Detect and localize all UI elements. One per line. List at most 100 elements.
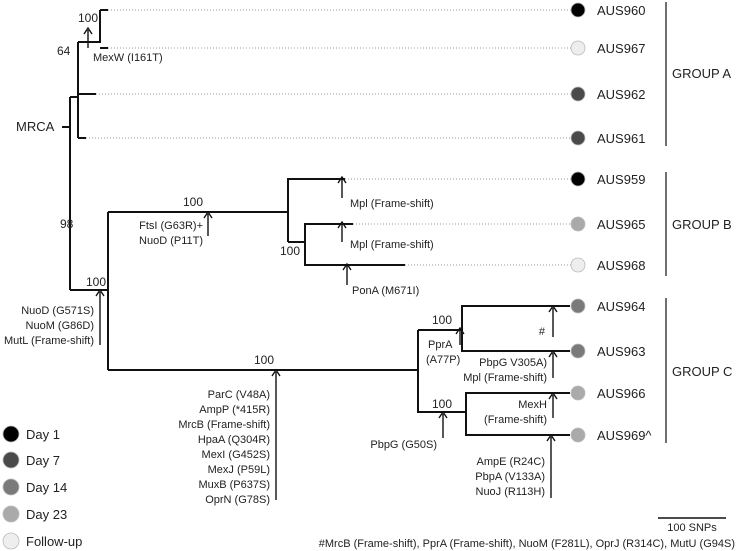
tip-marker xyxy=(570,216,586,232)
arrow-ppra xyxy=(455,326,465,345)
mutation-mexh-1: MexH xyxy=(518,399,547,411)
tip-label: AUS966 xyxy=(597,386,645,401)
bootstrap-group-c: 100 xyxy=(254,353,274,367)
group-c-label: GROUP C xyxy=(672,364,732,379)
footnote: #MrcB (Frame-shift), PprA (Frame-shift),… xyxy=(319,538,735,550)
bootstrap-mexw: 100 xyxy=(78,11,98,25)
legend-swatch xyxy=(2,505,20,523)
tip-marker xyxy=(570,427,586,443)
bootstrap-ab: 100 xyxy=(86,275,106,289)
tip-marker xyxy=(570,2,586,18)
bootstrap-c-upper: 100 xyxy=(432,313,452,327)
tip-marker xyxy=(570,298,586,314)
mutation-group-c-5: MexI (G452S) xyxy=(202,449,270,461)
tip-marker xyxy=(570,257,586,273)
legend-label: Day 23 xyxy=(26,507,67,522)
mutation-group-b-1: FtsI (G63R)+ xyxy=(139,220,203,232)
scale-bar-label: 100 SNPs xyxy=(667,522,717,534)
legend-label: Follow-up xyxy=(26,534,82,549)
arrow-mexw xyxy=(83,26,93,48)
tip-label: AUS967 xyxy=(597,41,645,56)
arrow-mpl2 xyxy=(337,220,347,242)
tip-marker xyxy=(570,40,586,56)
legend-swatch xyxy=(2,451,20,469)
bootstrap-group-a: 64 xyxy=(57,44,71,58)
bootstrap-c-lower: 100 xyxy=(432,397,452,411)
group-c-lower xyxy=(417,370,570,436)
tip-leaders xyxy=(86,9,574,266)
tip-label: AUS969^ xyxy=(597,428,652,443)
legend-label: Day 7 xyxy=(26,453,60,468)
tip-label: AUS961 xyxy=(597,131,645,146)
tip-labels: AUS960 AUS967 AUS962 AUS961 AUS959 AUS96… xyxy=(597,3,652,443)
mutation-mexw: MexW (I161T) xyxy=(93,52,163,64)
arrow-group-c xyxy=(271,368,281,500)
mutation-hash: # xyxy=(539,326,546,338)
root-branch xyxy=(62,97,71,290)
mutation-aus969-2: PbpA (V133A) xyxy=(475,471,545,483)
legend-swatch xyxy=(2,425,20,443)
tip-marker xyxy=(570,86,586,102)
tip-label: AUS960 xyxy=(597,3,645,18)
tip-label: AUS968 xyxy=(597,258,645,273)
mutation-aus969-3: NuoJ (R113H) xyxy=(476,486,546,498)
legend: Day 1 Day 7 Day 14 Day 23 Follow-up xyxy=(2,425,82,550)
arrow-mexh xyxy=(548,391,558,418)
mutation-stem-1: NuoD (G571S) xyxy=(21,305,94,317)
tip-label: AUS959 xyxy=(597,172,645,187)
mutation-arrows xyxy=(83,26,558,500)
mutation-labels: MexW (I161T) FtsI (G63R)+ NuoD (P11T) Mp… xyxy=(4,52,547,506)
legend-swatch xyxy=(2,532,20,550)
tip-label: AUS963 xyxy=(597,344,645,359)
legend-label: Day 14 xyxy=(26,480,67,495)
arrow-group-b xyxy=(203,210,213,236)
group-b-label: GROUP B xyxy=(672,217,732,232)
mutation-aus963-1: PbpG V305A) xyxy=(479,357,547,369)
legend-swatch xyxy=(2,478,20,496)
tip-label: AUS962 xyxy=(597,87,645,102)
mutation-mpl-2: Mpl (Frame-shift) xyxy=(350,239,434,251)
group-brackets: GROUP A GROUP B GROUP C xyxy=(665,2,732,443)
mutation-pona: PonA (M671I) xyxy=(352,285,419,297)
arrow-aus969 xyxy=(546,433,556,498)
mutation-group-b-2: NuoD (P11T) xyxy=(139,235,203,247)
mutation-stem-2: NuoM (G86D) xyxy=(26,320,94,332)
arrow-pbpg xyxy=(438,410,448,438)
mutation-group-c-4: HpaA (Q304R) xyxy=(198,434,270,446)
root-label: MRCA xyxy=(16,119,55,134)
tip-marker xyxy=(570,171,586,187)
arrow-hash xyxy=(548,304,558,337)
mutation-group-c-2: AmpP (*415R) xyxy=(199,404,270,416)
group-a-stem xyxy=(77,42,96,139)
mutation-group-c-8: OprN (G78S) xyxy=(205,494,270,506)
mutation-stem-3: MutL (Frame-shift) xyxy=(4,335,94,347)
mutation-group-c-7: MuxB (P637S) xyxy=(198,479,270,491)
tip-marker xyxy=(570,385,586,401)
group-a-label: GROUP A xyxy=(672,66,731,81)
tree-branches xyxy=(62,9,570,436)
legend-label: Day 1 xyxy=(26,427,60,442)
tip-markers xyxy=(570,2,586,443)
group-b-stem xyxy=(108,178,345,213)
arrow-mpl1 xyxy=(337,175,347,198)
mutation-group-c-6: MexJ (P59L) xyxy=(208,464,270,476)
arrow-aus963 xyxy=(548,349,558,378)
arrow-pona xyxy=(342,262,352,285)
mutation-group-c-3: MrcB (Frame-shift) xyxy=(178,419,270,431)
tip-marker xyxy=(570,130,586,146)
mutation-mexh-2: (Frame-shift) xyxy=(484,414,547,426)
bootstrap-root: 98 xyxy=(60,217,74,231)
group-b-inner xyxy=(288,223,405,266)
mutation-ppra-1: PprA xyxy=(428,339,453,351)
mutation-ppra-2: (A77P) xyxy=(426,354,460,366)
tip-marker xyxy=(570,343,586,359)
tip-label: AUS965 xyxy=(597,217,645,232)
bootstrap-group-b: 100 xyxy=(183,195,203,209)
bootstrap-b-inner: 100 xyxy=(280,244,300,258)
mutation-pbpg: PbpG (G50S) xyxy=(370,439,437,451)
mutation-mpl-1: Mpl (Frame-shift) xyxy=(350,198,434,210)
mutation-aus963-2: Mpl (Frame-shift) xyxy=(463,372,547,384)
arrow-stem xyxy=(95,288,105,345)
group-c-upper xyxy=(418,305,570,352)
